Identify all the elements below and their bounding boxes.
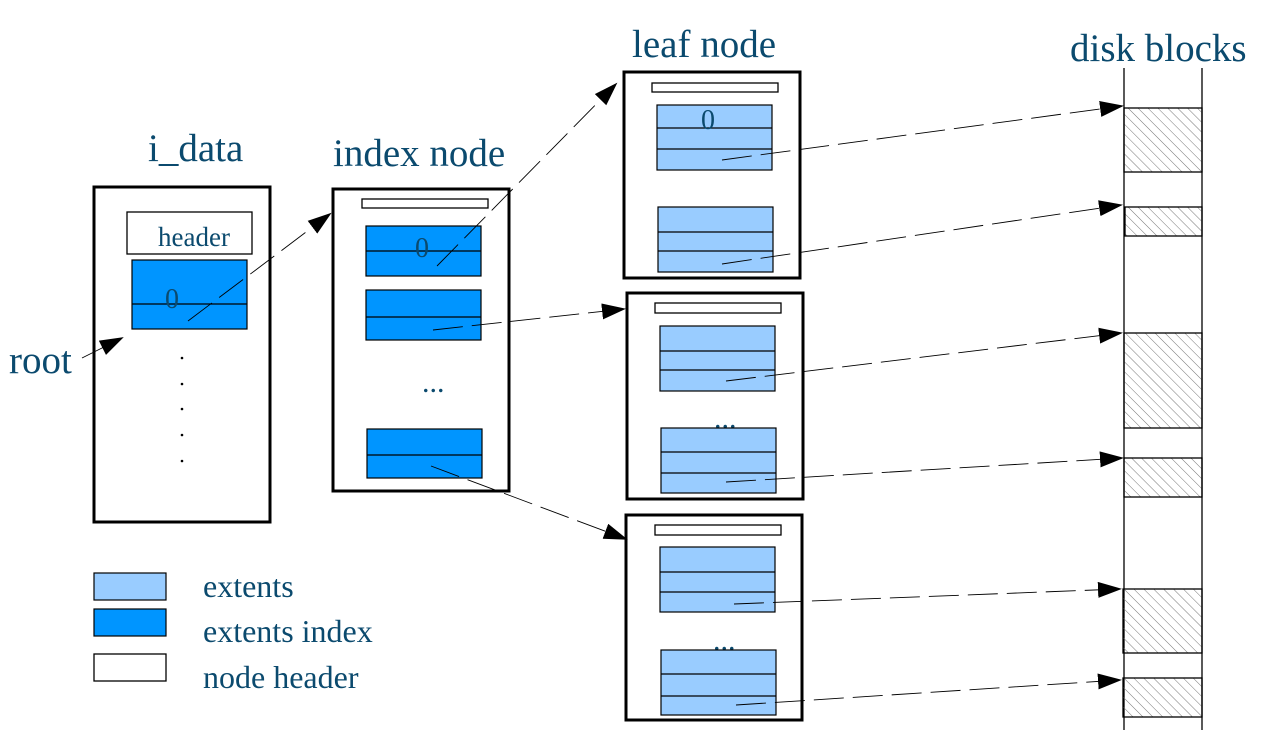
disk-block: [1123, 107, 1203, 173]
i-data-to-index-arrow: [187, 212, 332, 322]
extent-entry: [660, 649, 777, 716]
index-to-leaf-arrow: [430, 465, 628, 540]
leaf-node-title: leaf node: [632, 23, 776, 66]
leaf-entry-zero: 0: [701, 105, 715, 136]
i-data-dots: [180, 356, 184, 463]
legend: extents extents index node header: [93, 568, 373, 695]
leaf-node: 0: [622, 70, 802, 280]
index-node-header: [361, 198, 489, 209]
i-data-header-label: header: [158, 222, 230, 252]
disk-block: [1122, 588, 1203, 654]
index-node-ellipsis: ...: [422, 366, 445, 399]
extent-to-block-arrow: [735, 673, 1122, 706]
extent-to-block-arrow: [733, 581, 1122, 605]
disk-block: [1123, 457, 1203, 498]
i-data-extent-index: [131, 259, 248, 330]
root-arrow: [81, 337, 124, 359]
extent-to-block-arrow: [721, 101, 1124, 161]
extent-to-block-arrow: [725, 327, 1123, 382]
extent-entry: [659, 325, 776, 392]
extent-entry: [657, 206, 774, 273]
index-entry: [365, 289, 482, 341]
extent-to-block-arrow: [725, 451, 1124, 483]
index-entry: [366, 428, 483, 479]
disk-block: [1122, 677, 1203, 718]
leaf-node: ...: [625, 291, 805, 501]
legend-label: extents index: [203, 613, 373, 649]
legend-label: node header: [203, 659, 359, 695]
root-label: root: [9, 339, 72, 382]
i-data-header: [126, 211, 253, 255]
index-entry-zero: 0: [415, 233, 429, 264]
leaf-node-header: [651, 82, 779, 93]
extent-to-block-arrow: [721, 200, 1123, 265]
leaf-node-header: [654, 302, 782, 314]
extent-entry: [659, 546, 776, 613]
legend-swatch-extents: [93, 572, 167, 601]
i-data-title: i_data: [148, 127, 243, 170]
disk-block: [1124, 206, 1203, 237]
disk-column: [1122, 68, 1203, 730]
leaf-node-ellipsis: ...: [713, 624, 736, 657]
index-node-title: index node: [333, 132, 505, 175]
legend-label: extents: [203, 568, 294, 604]
leaf-node: ...: [624, 513, 804, 722]
index-to-leaf-arrow: [436, 82, 618, 267]
i-data-box: header 0: [92, 185, 272, 524]
index-to-leaf-arrow: [432, 303, 626, 331]
pointer-arrows: [81, 82, 1124, 706]
legend-swatch-extents-index: [93, 608, 167, 637]
leaf-node-ellipsis: ...: [714, 402, 737, 435]
leaf-node-header: [654, 524, 782, 536]
legend-swatch-node-header: [93, 653, 167, 682]
disk-block: [1123, 332, 1203, 429]
index-node: 0 ...: [331, 187, 511, 493]
extent-entry: [656, 104, 773, 171]
extent-entry: [660, 427, 777, 494]
disk-blocks-title: disk blocks: [1070, 27, 1247, 70]
i-data-entry-zero: 0: [165, 284, 179, 315]
